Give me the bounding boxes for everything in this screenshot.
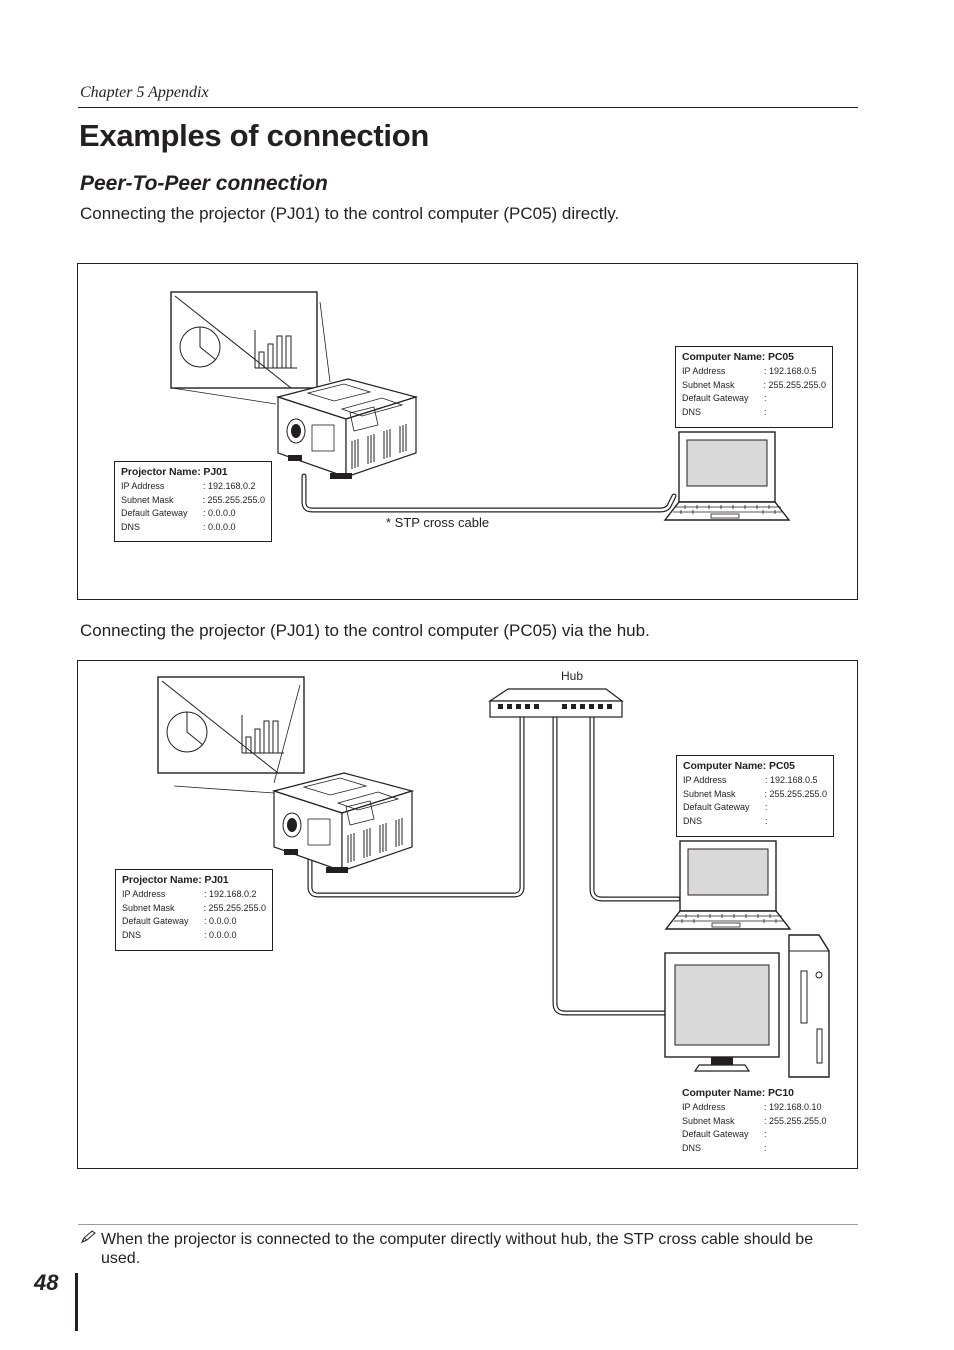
info-row: DNS : 0.0.0.0 — [122, 929, 266, 943]
info-key: IP Address — [682, 1102, 726, 1112]
page-title: Examples of connection — [79, 118, 429, 153]
info-row: IP Address : 192.168.0.2 — [121, 480, 265, 494]
info-key: Subnet Mask — [121, 494, 174, 505]
info-key: IP Address — [682, 366, 726, 376]
projector-icon — [273, 772, 413, 874]
hub-connection-diagram: Hub Projector Name: PJ01 IP Address : 192… — [77, 660, 858, 1169]
info-row: DNS: — [683, 815, 827, 829]
info-row: DNS: — [682, 1142, 830, 1156]
projector-icon — [277, 378, 417, 480]
info-row: DNS: — [682, 406, 826, 420]
hub-label: Hub — [561, 669, 584, 683]
chapter-header: Chapter 5 Appendix — [80, 84, 209, 101]
laptop-icon — [665, 840, 791, 930]
info-key: Default Gateway — [122, 916, 189, 927]
info-value: : 255.255.255.0 — [764, 1115, 827, 1126]
info-row: IP Address : 192.168.0.5 — [683, 774, 827, 788]
info-key: DNS — [122, 929, 142, 940]
cable-label: * STP cross cable — [386, 515, 490, 530]
info-value: : 192.168.0.10 — [764, 1102, 822, 1112]
info-row: IP Address : 192.168.0.10 — [682, 1101, 830, 1115]
info-key: DNS — [683, 815, 703, 826]
info-value: : 0.0.0.0 — [204, 916, 237, 927]
info-row: DNS : 0.0.0.0 — [121, 521, 265, 535]
projector-info-box: Projector Name: PJ01 IP Address : 192.168… — [115, 869, 273, 951]
info-row: Subnet Mask : 255.255.255.0 — [683, 788, 827, 802]
network-cables — [307, 712, 681, 1016]
info-row: Default Gateway : 0.0.0.0 — [122, 915, 266, 929]
info-key: Default Gateway — [682, 1129, 749, 1140]
info-value: : 0.0.0.0 — [203, 508, 236, 519]
info-value: : 255.255.255.0 — [763, 379, 826, 390]
info-value: : 255.255.255.0 — [764, 788, 827, 799]
info-value: : 192.168.0.5 — [764, 366, 817, 376]
direct-connection-diagram: Projector Name: PJ01 IP Address : 192.168… — [77, 263, 858, 600]
info-value: : 0.0.0.0 — [204, 929, 237, 940]
info-key: Default Gateway — [682, 393, 749, 404]
info-row: Subnet Mask : 255.255.255.0 — [121, 494, 265, 508]
info-value: : 0.0.0.0 — [203, 521, 236, 532]
projection-screen-icon — [157, 676, 305, 774]
info-key: IP Address — [121, 481, 165, 491]
direct-connection-illustration — [170, 291, 790, 521]
info-key: Subnet Mask — [122, 902, 175, 913]
pencil-note-icon — [80, 1230, 101, 1268]
info-key: DNS — [682, 1142, 702, 1153]
info-row: Default Gateway : 0.0.0.0 — [121, 507, 265, 521]
note-text: When the projector is connected to the c… — [101, 1231, 814, 1267]
info-row: Subnet Mask : 255.255.255.0 — [682, 379, 826, 393]
info-key: Default Gateway — [683, 802, 750, 813]
projector-name: Projector Name: PJ01 — [121, 466, 228, 478]
info-key: Default Gateway — [121, 508, 188, 519]
info-key: IP Address — [122, 889, 166, 899]
info-value: : 255.255.255.0 — [203, 902, 266, 913]
computer-info-box-pc10: Computer Name: PC10 IP Address : 192.168.… — [676, 1083, 836, 1163]
info-value: : — [764, 1129, 767, 1140]
stp-cross-cable — [301, 473, 677, 513]
info-row: Subnet Mask : 255.255.255.0 — [122, 902, 266, 916]
info-value: : — [765, 815, 768, 826]
info-row: Subnet Mask : 255.255.255.0 — [682, 1115, 830, 1129]
info-row: IP Address : 192.168.0.5 — [682, 365, 826, 379]
info-key: Subnet Mask — [682, 1115, 735, 1126]
hub-icon — [488, 688, 624, 718]
computer-name: Computer Name: PC05 — [683, 760, 795, 772]
direct-connection-description: Connecting the projector (PJ01) to the c… — [80, 204, 620, 223]
info-key: DNS — [682, 406, 702, 417]
info-key: Subnet Mask — [682, 379, 735, 390]
info-key: Subnet Mask — [683, 788, 736, 799]
computer-info-box-pc05: Computer Name: PC05 IP Address : 192.168.… — [676, 755, 834, 837]
laptop-icon — [664, 431, 790, 521]
desktop-computer-icon — [664, 934, 830, 1078]
projector-name: Projector Name: PJ01 — [122, 874, 229, 886]
info-value: : — [765, 802, 768, 813]
info-value: : — [764, 406, 767, 417]
info-value: : 192.168.0.2 — [204, 889, 257, 899]
computer-name: Computer Name: PC05 — [682, 351, 794, 363]
info-value: : — [764, 393, 767, 404]
computer-info-box: Computer Name: PC05 IP Address : 192.168.… — [675, 346, 833, 428]
info-row: IP Address : 192.168.0.2 — [122, 888, 266, 902]
page-number-bar — [75, 1273, 78, 1331]
hub-connection-illustration — [157, 676, 830, 1078]
info-value: : — [764, 1142, 767, 1153]
hub-connection-description: Connecting the projector (PJ01) to the c… — [80, 621, 650, 640]
info-key: IP Address — [683, 775, 727, 785]
info-value: : 255.255.255.0 — [202, 494, 265, 505]
note: When the projector is connected to the c… — [80, 1230, 840, 1268]
computer-name: Computer Name: PC10 — [682, 1087, 794, 1099]
projection-screen-icon — [170, 291, 318, 389]
info-row: Default Gateway: — [683, 801, 827, 815]
projector-info-box: Projector Name: PJ01 IP Address : 192.168… — [114, 461, 272, 542]
info-value: : 192.168.0.5 — [765, 775, 818, 785]
info-key: DNS — [121, 521, 141, 532]
section-subtitle: Peer-To-Peer connection — [80, 172, 328, 195]
info-row: Default Gateway: — [682, 392, 826, 406]
note-divider — [78, 1224, 858, 1225]
header-rule — [78, 107, 858, 108]
info-value: : 192.168.0.2 — [203, 481, 256, 491]
info-row: Default Gateway: — [682, 1128, 830, 1142]
page-number: 48 — [34, 1270, 59, 1295]
